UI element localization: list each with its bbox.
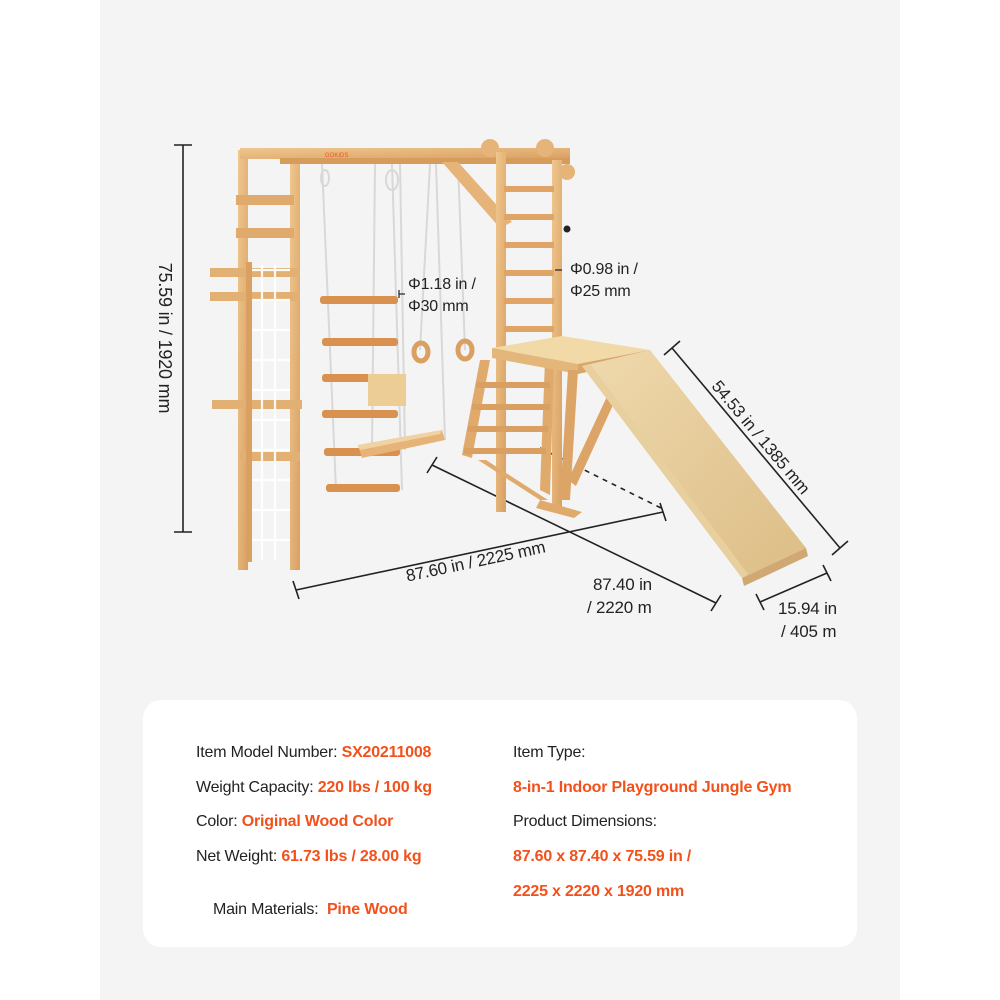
spec-weight-capacity: Weight Capacity: 220 lbs / 100 kg xyxy=(196,779,432,796)
spec-model-number: Item Model Number: SX20211008 xyxy=(196,744,432,761)
slide-width-dimension-line xyxy=(755,564,832,611)
rung-small-label-line2: Φ25 mm xyxy=(570,283,631,300)
slide-width-label-line1: 15.94 in xyxy=(778,599,837,618)
rung-small-label-line1: Φ0.98 in / xyxy=(570,261,638,278)
slide xyxy=(582,350,808,586)
spec-item-type-value: 8-in-1 Indoor Playground Jungle Gym xyxy=(513,779,792,796)
height-dimension-line xyxy=(174,144,192,533)
climbing-net-frame xyxy=(210,150,302,570)
spec-main-materials: Main Materials: Pine Wood xyxy=(212,901,408,918)
rung-large-label-line2: Φ30 mm xyxy=(408,298,469,315)
depth-label-line1: 87.40 in xyxy=(593,575,652,594)
gym-rings xyxy=(411,338,475,364)
rung-pointer-marks xyxy=(398,269,562,298)
specs-card: Item Model Number: SX20211008 Weight Cap… xyxy=(143,700,857,947)
spec-net-weight: Net Weight: 61.73 lbs / 28.00 kg xyxy=(196,848,422,865)
brand-mark: GOKIDS xyxy=(325,153,348,159)
spec-item-type-label: Item Type: xyxy=(513,744,586,761)
jungle-gym-illustration: GOKIDS xyxy=(174,139,849,612)
spec-dimensions-value-line1: 87.60 x 87.40 x 75.59 in / xyxy=(513,848,692,865)
spec-dimensions-label: Product Dimensions: xyxy=(513,813,657,830)
width-dimension-line xyxy=(292,502,667,600)
diagonal-brace xyxy=(442,162,512,228)
slide-length-dimension-line xyxy=(663,340,849,556)
spec-dimensions-value-line2: 2225 x 2220 x 1920 mm xyxy=(513,883,685,900)
rung-large-label-line1: Φ1.18 in / xyxy=(408,276,476,293)
lower-step-ladder xyxy=(462,360,582,518)
spec-color: Color: Original Wood Color xyxy=(196,813,394,830)
swing xyxy=(358,374,445,458)
climbing-ladder xyxy=(496,152,571,512)
top-beam: GOKIDS xyxy=(240,139,575,180)
slide-width-label-line2: / 405 m xyxy=(781,622,837,641)
depth-label-line2: / 2220 m xyxy=(587,598,652,617)
height-label: 75.59 in / 1920 mm xyxy=(155,262,176,414)
ropes xyxy=(320,163,466,491)
